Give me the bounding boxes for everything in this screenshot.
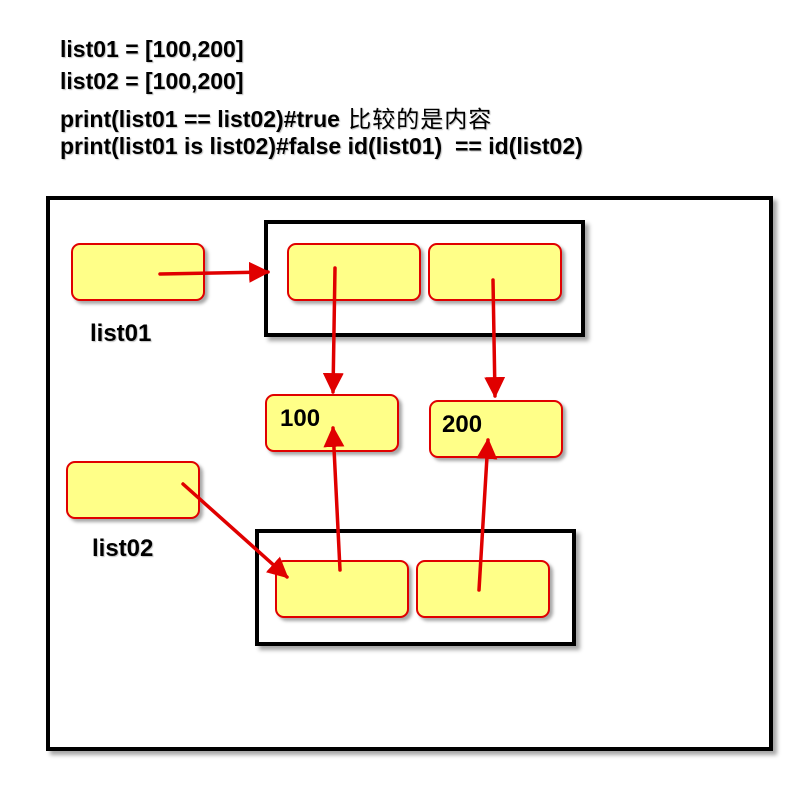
list02-slot-1: [416, 560, 550, 618]
list01-slot-1: [428, 243, 562, 301]
list01-label: list01: [90, 320, 152, 347]
list02-variable-cell: [66, 461, 200, 519]
value-200-text: 200: [442, 411, 483, 438]
list02-label: list02: [92, 535, 154, 562]
value-100-text: 100: [280, 405, 321, 432]
code-line-1: list01 = [100,200]: [60, 36, 244, 62]
code-line-3: print(list01 == list02)#true 比较的是内容: [60, 100, 492, 134]
list02-object-frame: [255, 529, 576, 646]
code-line-4: print(list01 is list02)#false id(list01)…: [60, 133, 583, 159]
list01-slot-0: [287, 243, 421, 301]
list01-variable-cell: [71, 243, 205, 301]
code-line-3-comment: 比较的是内容: [339, 107, 493, 133]
code-line-3-code: print(list01 == list02)#true: [60, 106, 340, 132]
code-line-2: list02 = [100,200]: [60, 68, 244, 94]
list02-slot-0: [275, 560, 409, 618]
memory-frame: [46, 196, 773, 751]
